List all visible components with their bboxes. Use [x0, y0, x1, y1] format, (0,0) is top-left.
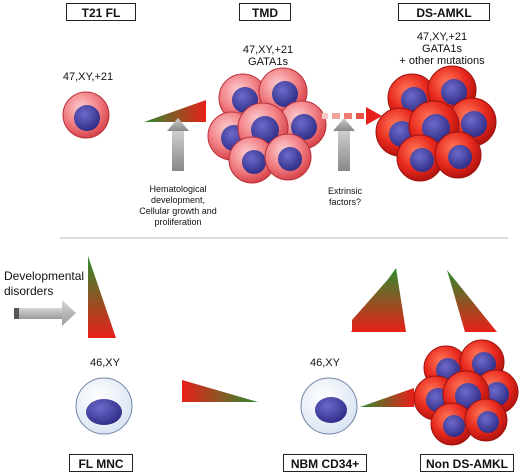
- karyotype-fl-mnc: 46,XY: [90, 357, 120, 369]
- annotation-developmental-1: Developmental: [4, 269, 85, 283]
- karyotype-tmd-line2: GATA1s: [248, 56, 288, 68]
- label-non-ds-amkl: Non DS-AMKL: [420, 454, 514, 472]
- karyotype-nbm-cd34: 46,XY: [310, 357, 340, 369]
- progression-wedge-2: [182, 380, 258, 402]
- developmental-wedge: [88, 256, 116, 338]
- annotation-extrinsic-1: Extrinsic: [327, 186, 362, 196]
- ds-amkl-cell-cluster: [375, 65, 497, 182]
- annotation-developmental-2: disorders: [4, 284, 54, 298]
- annotation-hematological-3: Cellular growth and: [139, 206, 217, 216]
- tmd-cell-cluster: [207, 67, 327, 184]
- diagonal-wedge-left-fill: [351, 268, 406, 332]
- annotation-hematological-4: proliferation: [154, 217, 202, 227]
- non-ds-amkl-cell-cluster: [413, 339, 519, 446]
- annotation-extrinsic-2: factors?: [328, 197, 361, 207]
- label-fl-mnc: FL MNC: [69, 454, 133, 472]
- progression-wedge-3: [360, 388, 414, 407]
- label-tmd: TMD: [239, 3, 291, 21]
- karyotype-tmd-line1: 47,XY,+21: [242, 44, 294, 56]
- label-t21-fl: T21 FL: [66, 3, 136, 21]
- karyotype-ds-amkl-line1: 47,XY,+21: [416, 31, 468, 43]
- diagonal-wedge-right: [447, 270, 497, 332]
- label-nbm-cd34: NBM CD34+: [283, 454, 367, 472]
- karyotype-ds-amkl-line2: GATA1s: [422, 43, 462, 55]
- dashed-progression-arrow: [322, 107, 382, 125]
- extrinsic-up-arrow: [333, 118, 355, 171]
- fl-mnc-cell: [75, 377, 133, 435]
- label-ds-amkl: DS-AMKL: [398, 3, 490, 21]
- t21-fl-cell: [62, 91, 110, 139]
- nbm-cd34-cell: [300, 377, 358, 435]
- developmental-right-arrow: [14, 300, 76, 326]
- karyotype-ds-amkl-line3: + other mutations: [399, 55, 485, 67]
- annotation-hematological-1: Hematological: [149, 184, 207, 194]
- karyotype-t21-fl: 47,XY,+21: [62, 71, 114, 83]
- hematological-up-arrow: [167, 118, 189, 171]
- progression-wedge-1: [144, 100, 206, 122]
- annotation-hematological-2: development,: [150, 195, 206, 205]
